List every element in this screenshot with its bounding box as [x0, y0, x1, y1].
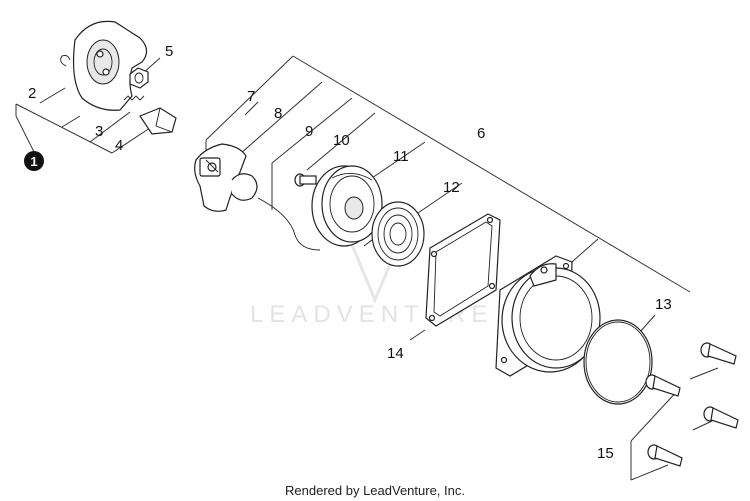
retaining-clip [60, 55, 71, 67]
callout-5: 5 [165, 43, 173, 60]
gasket [425, 213, 501, 327]
screw [294, 173, 317, 187]
starter-handle [194, 143, 247, 212]
callout-12: 12 [443, 179, 460, 196]
callout-1-badge: 1 [24, 151, 44, 171]
switch-housing [72, 20, 148, 111]
leader-lines [15, 55, 719, 481]
starter-case [495, 255, 601, 377]
callout-14: 14 [387, 345, 404, 362]
bolt-1 [700, 342, 737, 365]
callout-4: 4 [115, 137, 123, 154]
callout-9: 9 [305, 123, 313, 140]
callout-8: 8 [274, 105, 282, 122]
rope-reel [311, 165, 383, 247]
callout-10: 10 [333, 132, 350, 149]
recoil-spring [363, 201, 425, 267]
callout-15: 15 [597, 445, 614, 462]
spring [123, 95, 145, 101]
bolt-4 [647, 444, 683, 467]
bolt-3 [703, 406, 739, 429]
footer-credit: Rendered by LeadVenture, Inc. [285, 483, 465, 498]
callout-3: 3 [95, 123, 103, 140]
callout-6: 6 [477, 125, 485, 142]
callout-13: 13 [655, 296, 672, 313]
callout-7: 7 [247, 88, 255, 105]
callout-11: 11 [393, 148, 409, 165]
bolt-2 [645, 374, 681, 397]
starter-rope [231, 173, 321, 251]
callout-2: 2 [28, 85, 36, 102]
callout-1: 1 [30, 154, 37, 169]
nut [129, 67, 149, 89]
o-ring [583, 319, 653, 405]
switch-knob [139, 107, 177, 135]
